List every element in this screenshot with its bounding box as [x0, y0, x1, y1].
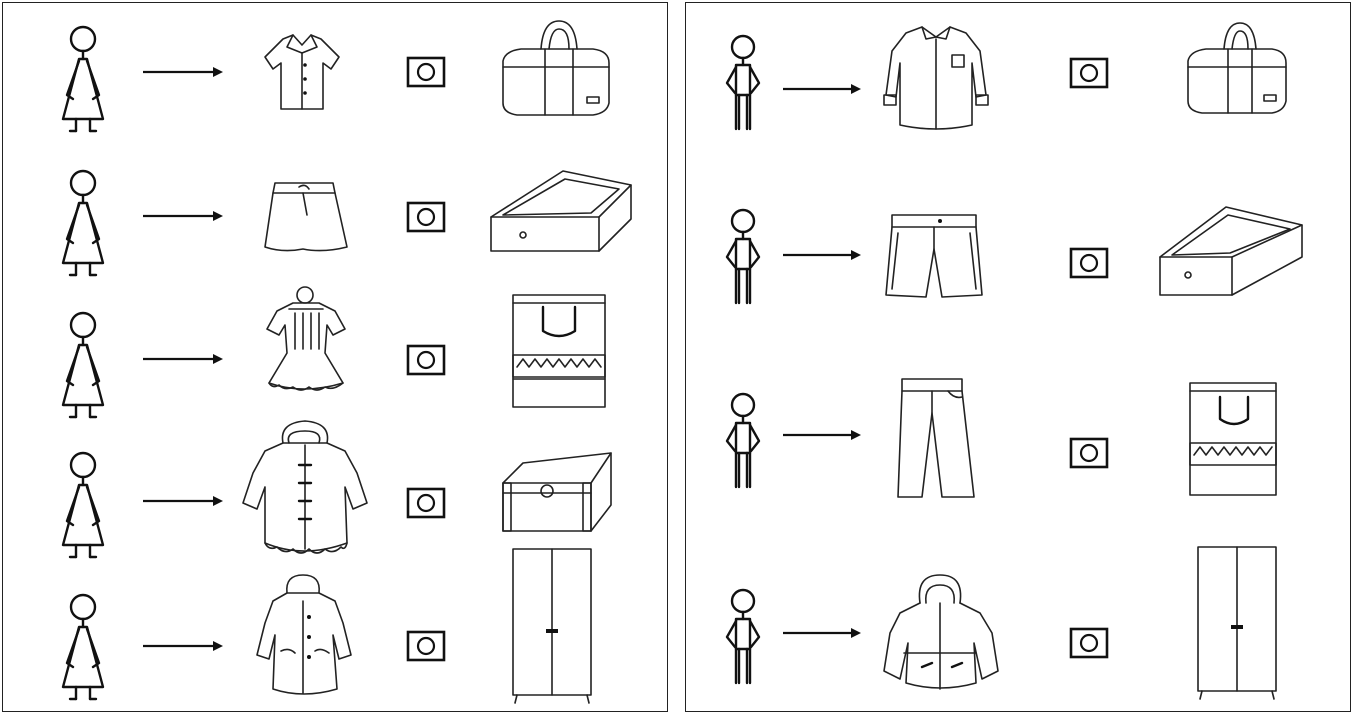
checkbox[interactable]	[1069, 437, 1109, 469]
arrow-icon	[781, 626, 863, 640]
arrow-icon	[141, 494, 225, 508]
boy-figure-icon	[725, 392, 761, 489]
drawer-icon[interactable]	[1159, 206, 1303, 296]
wardrobe-icon[interactable]	[1197, 546, 1277, 700]
trunk-icon[interactable]	[502, 452, 612, 532]
drawer-icon[interactable]	[490, 170, 632, 252]
arrow-icon	[781, 248, 863, 262]
checkbox[interactable]	[406, 344, 446, 376]
checkbox[interactable]	[406, 201, 446, 233]
checkbox[interactable]	[1069, 247, 1109, 279]
hooded-jacket-icon[interactable]	[883, 574, 999, 690]
girl-figure-icon	[61, 593, 105, 701]
sports-bag-icon[interactable]	[502, 20, 610, 116]
trousers-icon[interactable]	[897, 378, 975, 498]
girl-figure-icon	[61, 25, 105, 133]
girl-figure-icon	[61, 169, 105, 277]
shirt-icon[interactable]	[883, 26, 989, 130]
boy-figure-icon	[725, 34, 761, 131]
coat-with-hood-icon[interactable]	[256, 574, 352, 695]
checkbox[interactable]	[1069, 57, 1109, 89]
skirt-icon[interactable]	[264, 182, 348, 252]
right-panel-drawing	[725, 22, 1303, 700]
right-panel	[685, 2, 1351, 712]
shopping-bag-icon[interactable]	[512, 294, 606, 408]
shorts-icon[interactable]	[885, 214, 983, 298]
girl-figure-icon	[61, 451, 105, 559]
boy-figure-icon	[725, 208, 761, 305]
arrow-icon	[141, 209, 225, 223]
fur-coat-icon[interactable]	[242, 420, 368, 554]
checkbox[interactable]	[406, 630, 446, 662]
girl-figure-icon	[61, 311, 105, 419]
sports-bag-icon[interactable]	[1187, 22, 1287, 114]
blouse-icon[interactable]	[264, 34, 340, 110]
shopping-bag-icon[interactable]	[1189, 382, 1277, 496]
arrow-icon	[781, 428, 863, 442]
arrow-icon	[141, 352, 225, 366]
dress-icon[interactable]	[266, 286, 346, 391]
arrow-icon	[141, 639, 225, 653]
wardrobe-icon[interactable]	[512, 548, 592, 704]
arrow-icon	[141, 65, 225, 79]
boy-figure-icon	[725, 588, 761, 685]
checkbox[interactable]	[406, 487, 446, 519]
arrow-icon	[781, 82, 863, 96]
checkbox[interactable]	[406, 56, 446, 88]
left-panel-drawing	[61, 20, 632, 704]
checkbox[interactable]	[1069, 627, 1109, 659]
left-panel	[2, 2, 668, 712]
